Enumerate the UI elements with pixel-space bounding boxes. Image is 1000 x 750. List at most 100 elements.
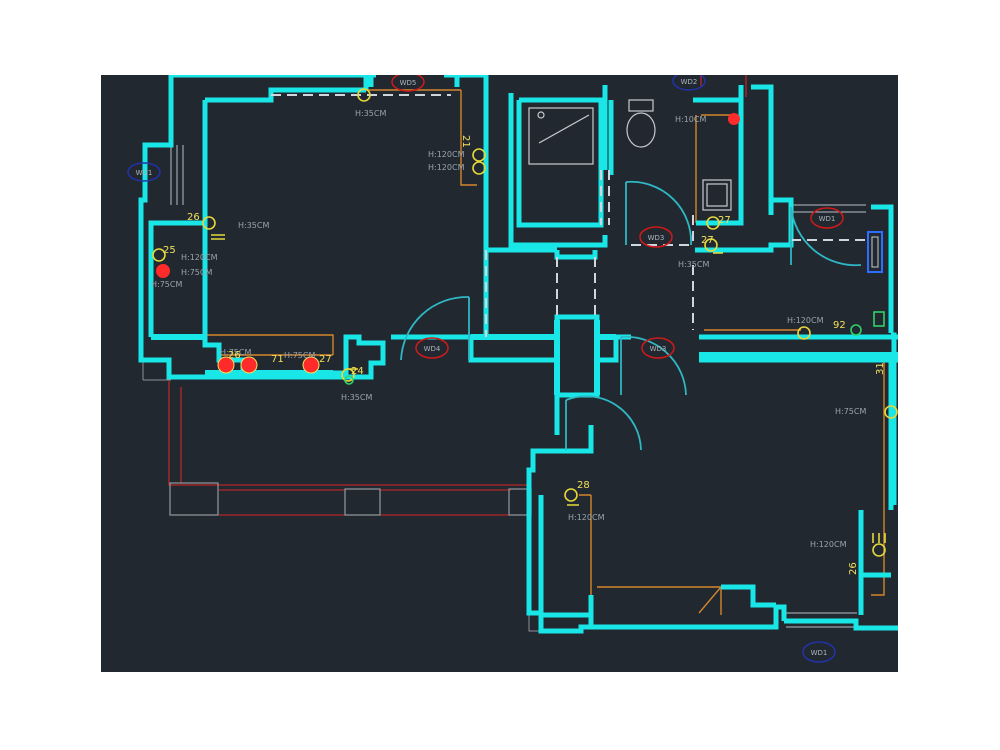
height-label: H:35CM xyxy=(678,260,709,269)
outlet-symbol xyxy=(872,543,886,557)
circuit-numbers: 26 21 25 26 27 27 71 27 24 31 92 28 26 xyxy=(163,135,886,575)
height-label: H:75CM xyxy=(220,348,251,357)
height-label: H:120CM xyxy=(787,316,824,325)
height-label: H:35CM xyxy=(341,393,372,402)
circuit-number: 25 xyxy=(163,245,176,256)
wall-bottom-inner xyxy=(538,495,776,625)
wall-living-outer xyxy=(138,75,386,380)
height-label: H:120CM xyxy=(568,513,605,522)
wall-shower xyxy=(516,97,604,228)
outlet-symbol xyxy=(472,148,486,162)
height-label: H:120CM xyxy=(181,253,218,262)
circuit-number: 27 xyxy=(319,354,332,365)
outlet-symbol xyxy=(884,405,898,419)
wire-right-room xyxy=(871,355,885,596)
window-tag-label: WD5 xyxy=(400,79,417,87)
circuit-number: 27 xyxy=(718,215,731,226)
red-lamp xyxy=(303,357,319,373)
electrical-panel xyxy=(867,231,883,273)
outlet-symbol xyxy=(797,326,811,340)
window-tag-label: WD3 xyxy=(648,234,665,242)
shower-diagonal xyxy=(538,114,590,144)
red-lamp xyxy=(728,113,740,125)
red-fixtures xyxy=(156,113,740,374)
column-middle xyxy=(344,488,381,516)
doors xyxy=(400,180,862,451)
height-label: H:75CM xyxy=(835,407,866,416)
height-label: H:35CM xyxy=(355,109,386,118)
opening-shower xyxy=(600,170,610,225)
wall-mid-horizontal xyxy=(391,334,898,398)
circuit-number: 27 xyxy=(701,235,714,246)
door-bottom-room[interactable] xyxy=(565,395,642,451)
height-label: H:120CM xyxy=(428,163,465,172)
height-labels: H:35CM H:10CM H:120CM H:120CM H:35CM H:1… xyxy=(151,109,866,549)
door-right-room[interactable] xyxy=(790,206,862,267)
washer-inner xyxy=(706,183,728,207)
tag-wd2[interactable]: WD2 xyxy=(672,75,706,91)
circuit-number: 31 xyxy=(875,362,886,375)
door-living[interactable] xyxy=(400,296,470,361)
outlet-tick xyxy=(160,234,886,543)
dashed-openings xyxy=(271,94,871,337)
door-bath[interactable] xyxy=(625,180,692,246)
cad-viewport[interactable]: WD5 WD2 WD1 WD3 WD1 xyxy=(101,75,898,672)
bath-fixtures xyxy=(528,99,732,211)
context-lines xyxy=(142,75,866,632)
wall-right-room xyxy=(858,360,894,615)
floor-plan[interactable]: WD5 WD2 WD1 WD3 WD1 xyxy=(101,75,898,672)
green-marker xyxy=(344,375,354,385)
tag-wd1-right[interactable]: WD1 xyxy=(810,207,844,229)
toilet-icon xyxy=(626,112,656,148)
circuit-number: 28 xyxy=(577,480,590,491)
wire-bath xyxy=(695,114,731,223)
outlet-symbol xyxy=(202,216,216,230)
circuit-number: 24 xyxy=(351,366,364,377)
toilet-tank xyxy=(628,99,654,112)
outer-grey-line xyxy=(142,360,171,381)
wall-living-top xyxy=(148,75,369,337)
door-corridor[interactable] xyxy=(620,335,687,396)
window-tag-label: WD1 xyxy=(136,169,153,177)
red-lamp xyxy=(156,264,170,278)
height-label: H:75CM xyxy=(284,351,315,360)
tag-wd1-left[interactable]: WD1 xyxy=(127,162,161,182)
wiring xyxy=(204,89,885,615)
window-tag-label: WD3 xyxy=(650,345,667,353)
window-tag-label: WD1 xyxy=(811,649,828,657)
balcony-red-line-2 xyxy=(219,489,511,516)
left-window-lines xyxy=(170,145,184,205)
tag-wd1-bottom[interactable]: WD1 xyxy=(802,641,836,663)
column-left xyxy=(169,482,219,516)
red-lamp xyxy=(241,357,257,373)
height-label: H:120CM xyxy=(428,150,465,159)
circuit-number: 92 xyxy=(833,320,846,331)
wall-bottom-room-top xyxy=(556,425,594,454)
height-label: H:35CM xyxy=(238,221,269,230)
tag-wd5[interactable]: WD5 xyxy=(391,75,425,92)
green-marker xyxy=(873,311,885,327)
outlet-symbol xyxy=(564,488,578,502)
red-edge-top-right xyxy=(700,75,747,97)
panel-icon xyxy=(867,231,883,273)
circuit-number: 26 xyxy=(228,350,241,361)
washer-icon xyxy=(702,179,732,211)
walls xyxy=(138,75,898,634)
shower-tray xyxy=(528,107,594,165)
balcony-red-line xyxy=(168,380,531,486)
wire-bottom-room xyxy=(579,494,592,605)
tag-wd3-mid[interactable]: WD3 xyxy=(641,337,675,359)
height-label: H:75CM xyxy=(181,268,212,277)
green-markers xyxy=(344,311,885,385)
wall-shower-outer xyxy=(508,85,608,248)
tag-wd4[interactable]: WD4 xyxy=(415,337,449,359)
window-tags: WD5 WD2 WD1 WD3 WD1 xyxy=(127,75,844,663)
red-lamp xyxy=(218,357,234,373)
wire-living-left xyxy=(204,215,334,355)
wall-corridor-top xyxy=(554,250,598,260)
circuit-number: 26 xyxy=(187,212,200,223)
tag-wd3-bath[interactable]: WD3 xyxy=(639,226,673,248)
height-label: H:10CM xyxy=(675,115,706,124)
wire-bottom-diag xyxy=(597,586,723,615)
